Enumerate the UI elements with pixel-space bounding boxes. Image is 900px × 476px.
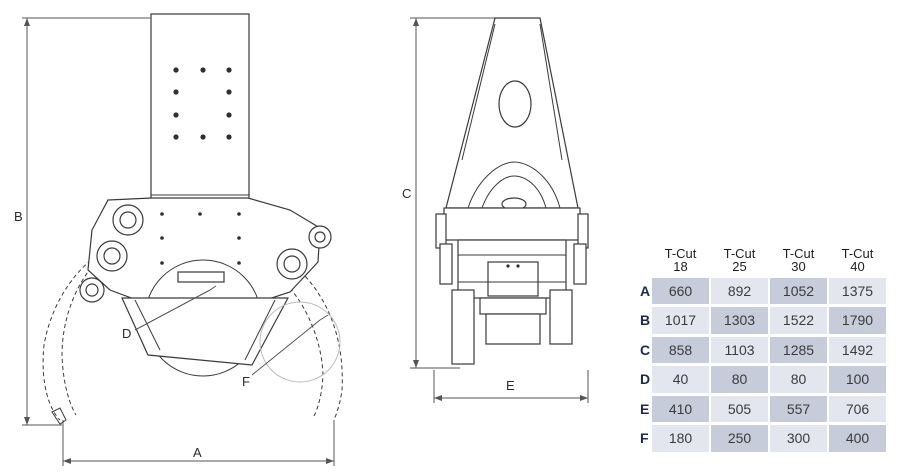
table-cell: 1285 — [770, 336, 827, 363]
table-cell: 100 — [829, 366, 886, 393]
hydraulic-fitting — [308, 225, 332, 249]
table-cell: 892 — [711, 277, 768, 304]
table-cell: 1790 — [829, 307, 886, 334]
row-label: D — [640, 371, 651, 388]
table-cell: 180 — [652, 425, 709, 452]
mounting-plate — [150, 13, 250, 201]
table-cell: 80 — [770, 366, 827, 393]
table-cell: 300 — [770, 425, 827, 452]
table-cell: 660 — [652, 277, 709, 304]
table-cell: 410 — [652, 395, 709, 422]
dimension-label-f: F — [242, 374, 250, 389]
row-label: E — [640, 400, 650, 417]
pivot-bolt-right — [276, 248, 308, 280]
dimension-label-a: A — [193, 445, 202, 460]
dimension-label-d: D — [122, 326, 131, 341]
dimension-label-b: B — [14, 209, 23, 224]
saw-blade-housing — [121, 297, 290, 366]
pivot-bolt-left — [96, 240, 128, 272]
table-cell: 706 — [829, 395, 886, 422]
row-label: C — [640, 341, 651, 358]
pivot-bolt-far-left — [79, 277, 105, 303]
table-cell: 1492 — [829, 336, 886, 363]
table-cell: 858 — [652, 336, 709, 363]
grapple-body — [87, 197, 321, 306]
pivot-bolt-top — [112, 204, 144, 236]
row-label: B — [640, 312, 651, 329]
table-cell: 1103 — [711, 336, 768, 363]
front-view: B C E — [402, 17, 589, 403]
table-cell: 1017 — [652, 307, 709, 334]
dimension-label-e: E — [506, 378, 515, 393]
table-cell: 400 — [829, 425, 886, 452]
dimension-label-c-text: C — [402, 186, 411, 201]
table-cell: 1052 — [770, 277, 827, 304]
table-corner — [628, 248, 650, 275]
table-cell: 1375 — [829, 277, 886, 304]
table-cell: 1522 — [770, 307, 827, 334]
table-cell: 80 — [711, 366, 768, 393]
table-cell: 557 — [770, 395, 827, 422]
table-cell: 250 — [711, 425, 768, 452]
side-view: B A — [14, 13, 343, 466]
table-cell: 505 — [711, 395, 768, 422]
technical-drawing: B A — [14, 13, 589, 466]
table-cell: 1303 — [711, 307, 768, 334]
row-label: F — [640, 430, 649, 447]
table-cell: 40 — [652, 366, 709, 393]
row-label: A — [640, 282, 651, 299]
